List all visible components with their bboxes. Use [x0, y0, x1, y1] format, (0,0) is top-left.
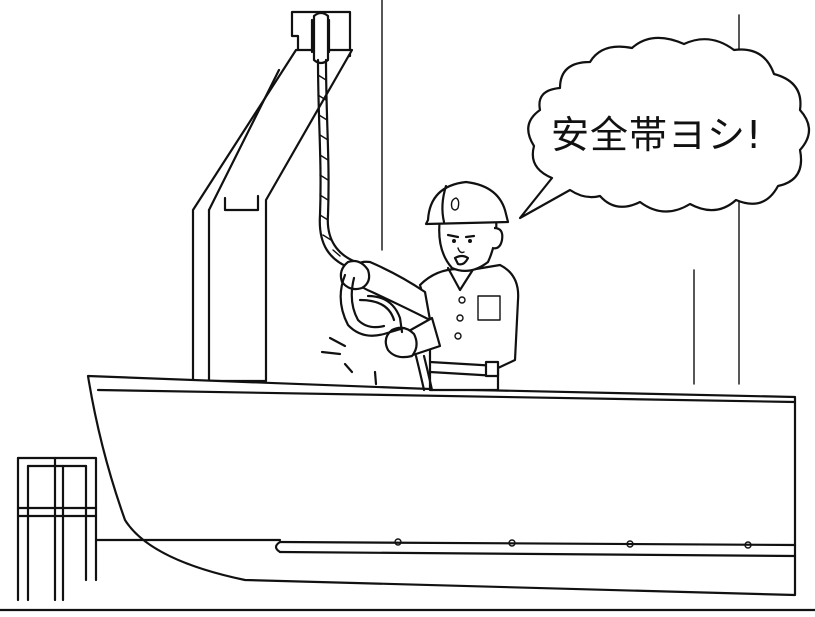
speech-bubble-shape	[518, 36, 811, 220]
safety-rope	[316, 58, 358, 270]
deck-railing	[0, 456, 815, 612]
davit-crane-arm	[191, 10, 354, 383]
lifeboat-hull	[86, 374, 797, 597]
background-wall-lines	[381, 0, 740, 385]
click-motion-lines	[320, 336, 378, 386]
rail-studs	[394, 538, 752, 549]
speech-bubble-text: 安全帯ヨシ!	[551, 113, 763, 157]
worker-figure	[320, 180, 520, 392]
